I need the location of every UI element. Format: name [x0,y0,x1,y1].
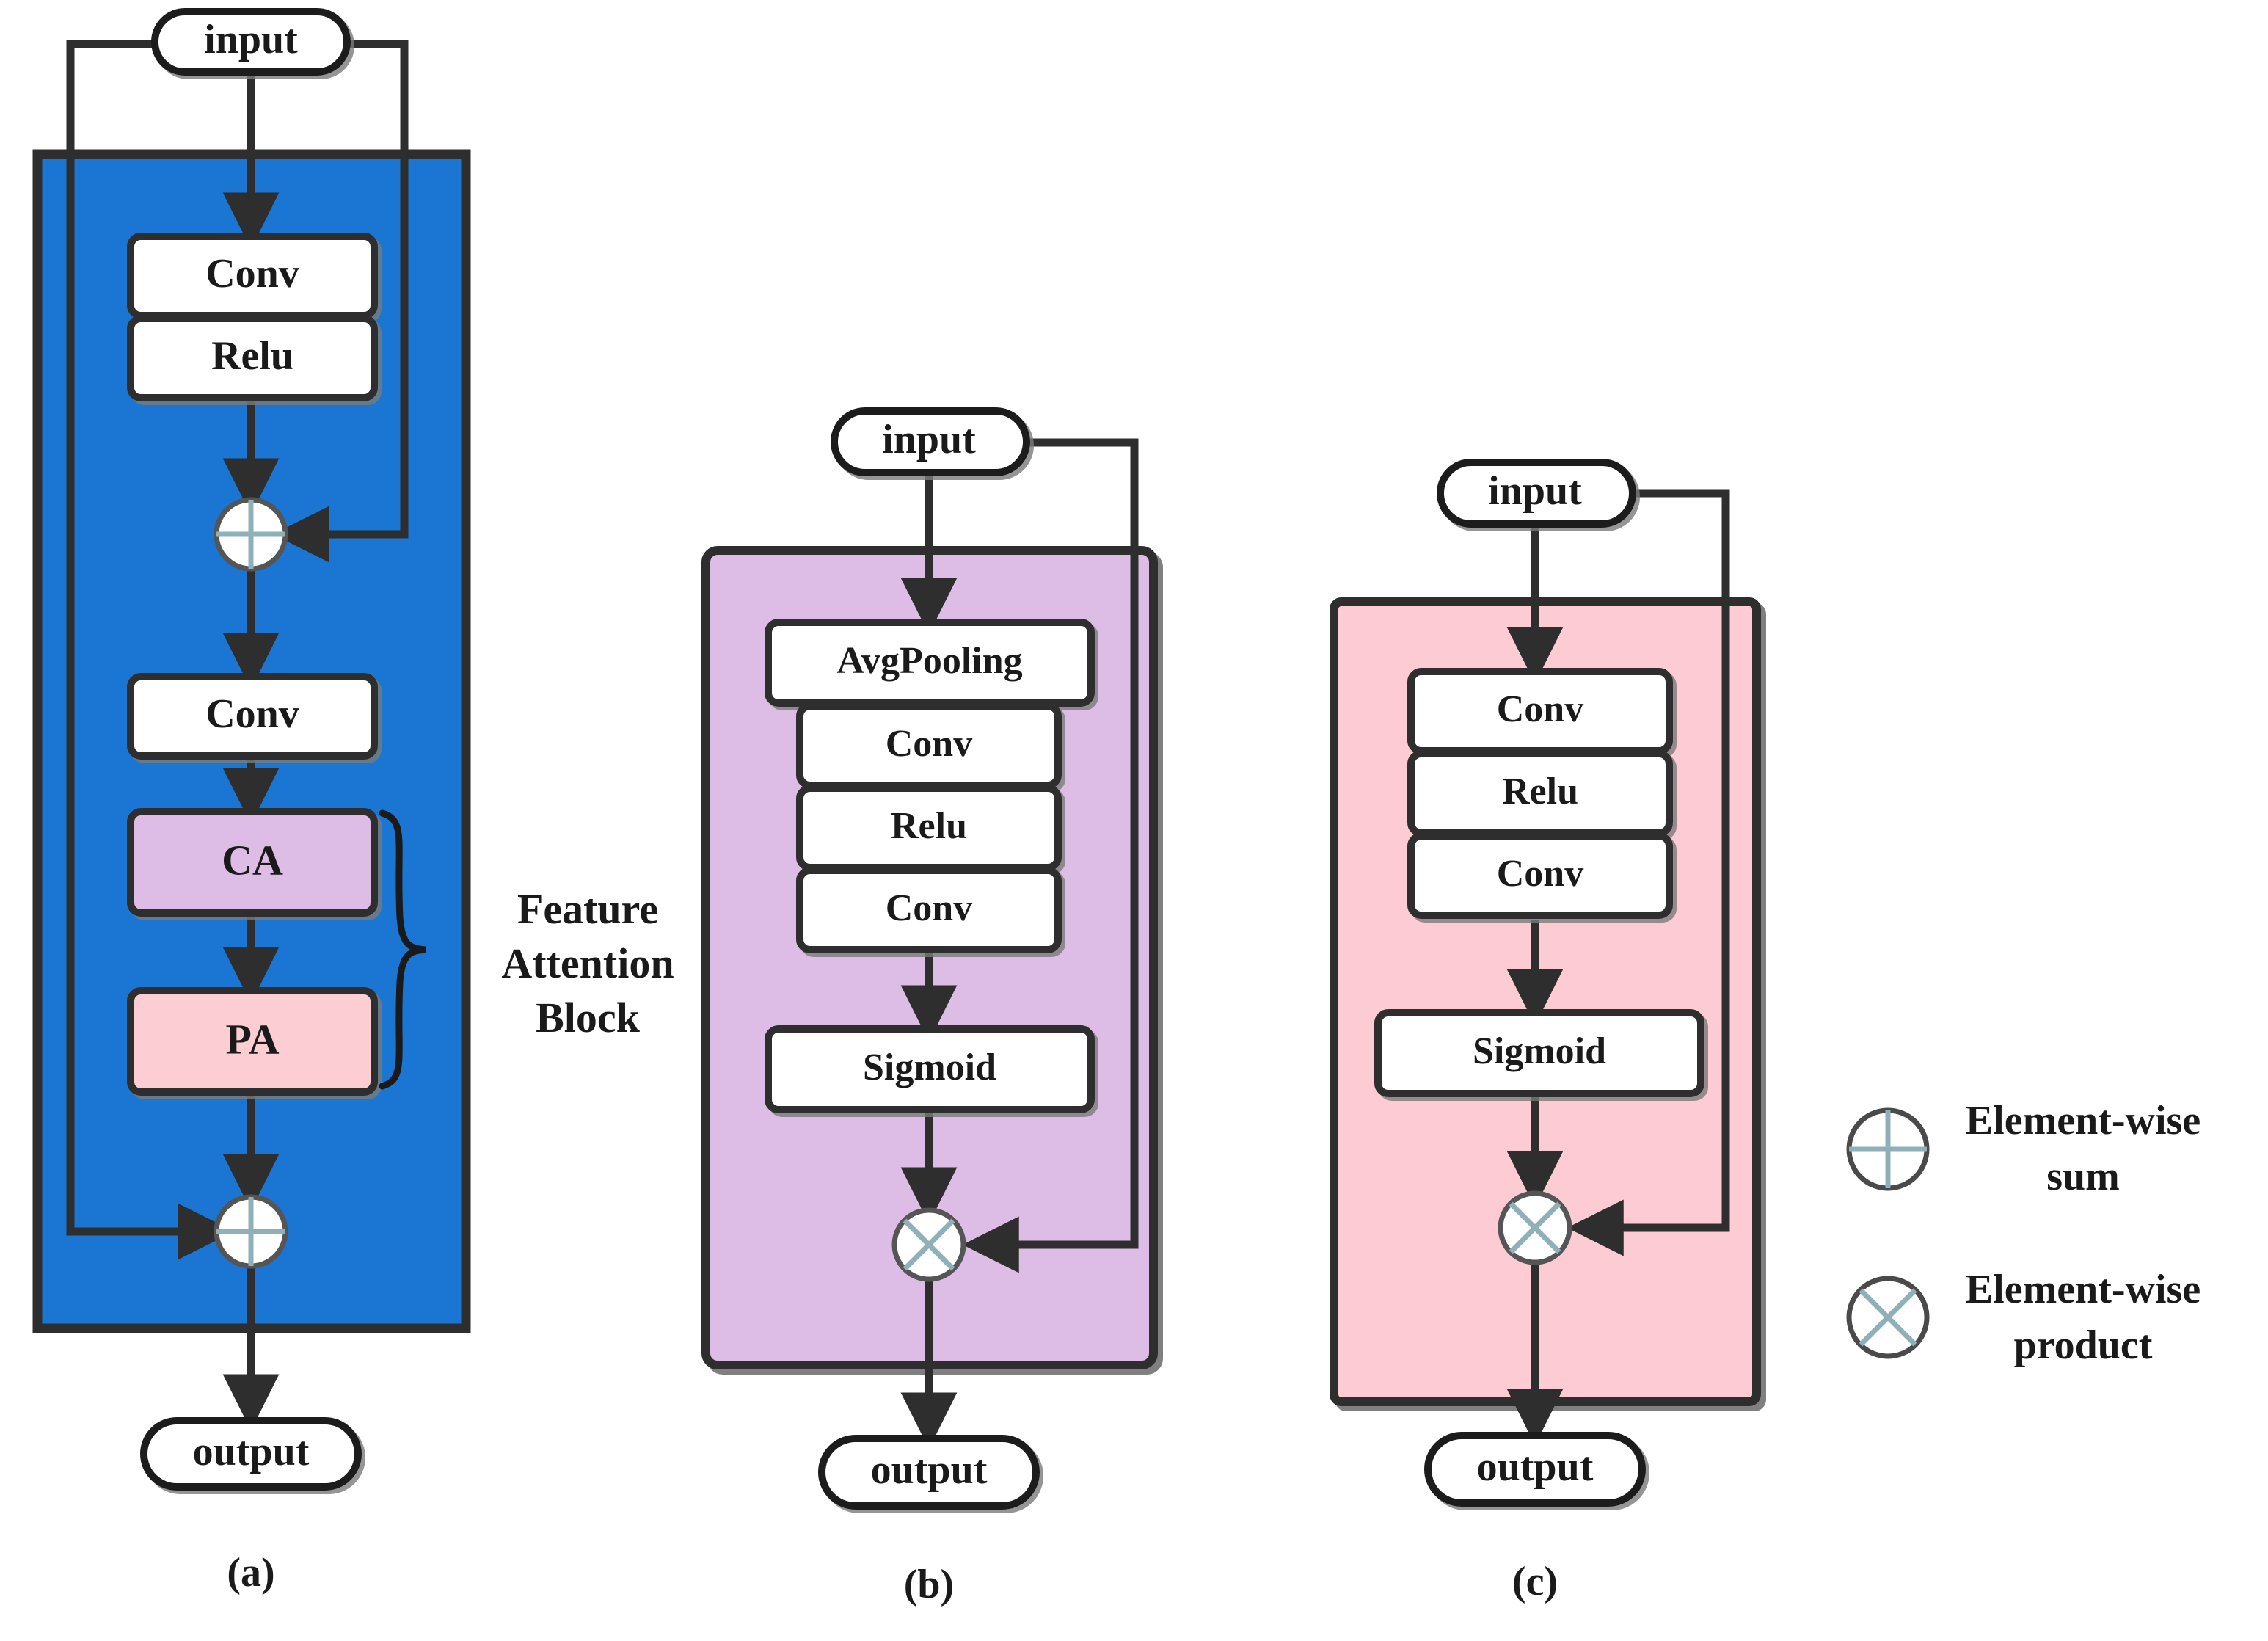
panel-b-output-pill[interactable] [818,1435,1040,1510]
panel-a-output-pill[interactable] [140,1417,362,1491]
panel-b-conv2-box[interactable] [796,867,1062,953]
panel-b-sigmoid-label: Sigmoid [863,1047,996,1088]
panel-c-sigmoid-box[interactable] [1374,1009,1704,1097]
panel-a-caption: (a) [227,1550,274,1595]
panel-b-product[interactable] [891,1207,966,1282]
legend-product-line2: product [2014,1322,2153,1368]
panel-a-sum-2[interactable] [214,1194,288,1269]
panel-c-skip-wire [1559,489,1730,1256]
panel-c-relu-label: Relu [1502,771,1578,812]
panel-b-conv2-label: Conv [886,887,972,929]
panel-a-annotation-line3: Block [536,994,641,1041]
panel-b-relu-label: Relu [891,805,967,847]
panel-b-input-label: input [882,417,976,462]
panel-c-sigmoid-label: Sigmoid [1473,1030,1606,1072]
panel-a-ca-label: CA [222,836,283,884]
panel-a-relu1-label: Relu [211,333,293,379]
panel-a-conv2-label: Conv [205,691,299,737]
panel-c-input-label: input [1488,468,1582,514]
panel-a-input-pill[interactable] [151,8,351,76]
panel-b-caption: (b) [904,1562,954,1607]
panel-c-caption: (c) [1512,1559,1558,1604]
panel-a-annotation-line2: Attention [501,939,674,987]
panel-c-product[interactable] [1498,1190,1572,1265]
panel-b-skip-wire [937,438,1139,1273]
panel-a: input Conv Relu Conv CA PA [32,8,674,1595]
panel-c-output-pill[interactable] [1424,1432,1646,1507]
panel-b-sigmoid-box[interactable] [765,1025,1095,1113]
panel-a-conv2-box[interactable] [127,673,378,760]
panel-b: input AvgPooling Conv Relu Conv Sigmoid [701,407,1158,1607]
panel-a-pa-label: PA [225,1015,279,1063]
panel-a-relu1-box[interactable] [127,315,378,401]
panel-a-feature-attention-brace [379,809,426,1090]
panel-b-conv1-label: Conv [886,723,972,765]
panel-c-conv2-label: Conv [1497,853,1583,895]
panel-b-avgpool-label: AvgPooling [836,640,1022,682]
legend-product-line1: Element-wise [1966,1267,2200,1312]
panel-a-output-label: output [193,1429,310,1474]
legend: Element-wise sum Element-wise product [1846,1098,2200,1368]
panel-a-ca-box[interactable] [127,808,378,917]
legend-sum-line1: Element-wise [1966,1098,2200,1143]
panel-a-skip-left-wire [66,40,235,1260]
panel-a-annotation-line1: Feature [517,885,658,933]
panel-b-output-label: output [871,1447,988,1493]
panel-a-sum-1[interactable] [214,497,288,572]
element-wise-product-icon [1846,1276,1930,1359]
panel-b-input-pill[interactable] [831,407,1030,476]
panel-a-input-label: input [204,17,298,62]
panel-c-conv1-label: Conv [1497,688,1583,730]
panel-c: input Conv Relu Conv Sigmoid [1330,459,1761,1604]
element-wise-sum-icon [1846,1107,1930,1191]
panel-a-pa-box[interactable] [127,987,378,1096]
panel-c-input-pill[interactable] [1437,459,1636,528]
panel-a-conv1-label: Conv [205,251,299,296]
panel-c-output-label: output [1477,1444,1594,1490]
panel-c-conv2-box[interactable] [1407,832,1673,919]
legend-sum-line2: sum [2046,1154,2120,1199]
